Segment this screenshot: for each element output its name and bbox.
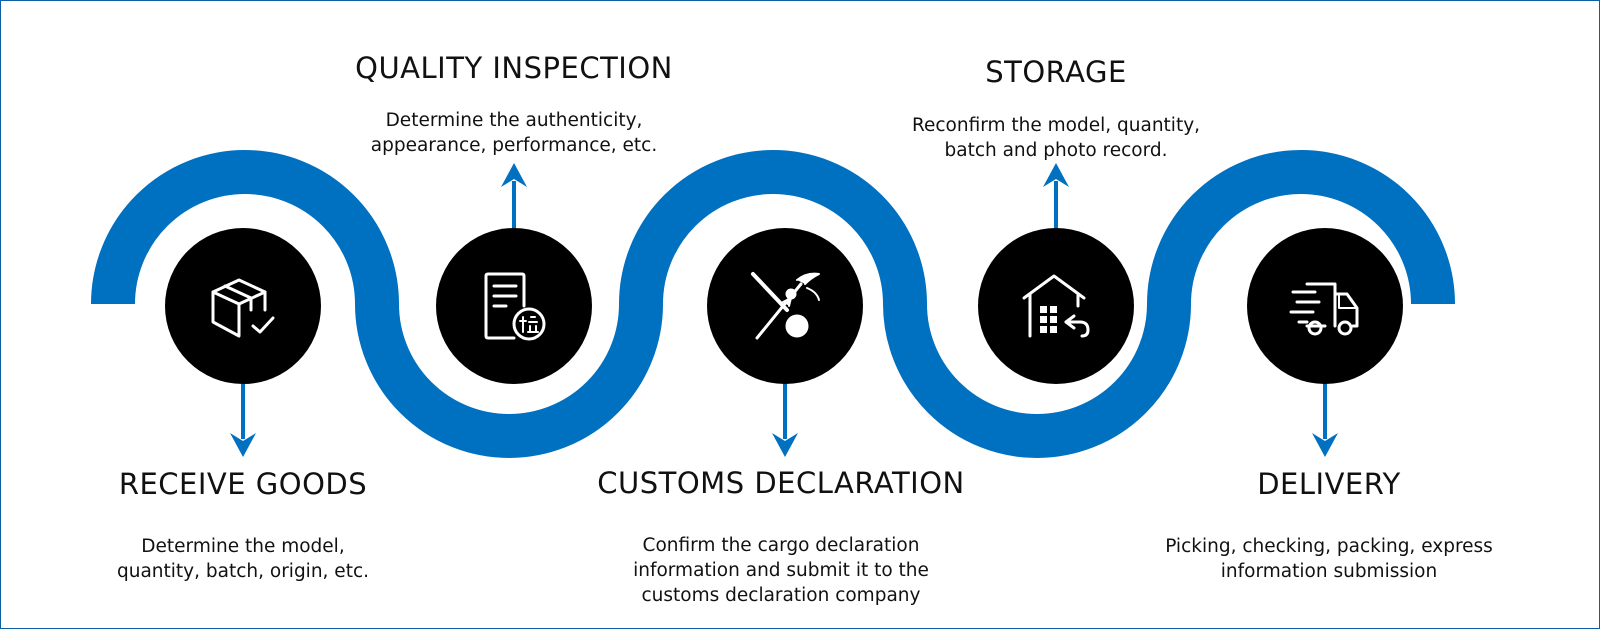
- step-5-title: DELIVERY: [1257, 467, 1401, 501]
- step-2-circle: [436, 228, 592, 384]
- step-5-circle: [1247, 228, 1403, 384]
- arrow-up-4: [1043, 163, 1069, 229]
- warehouse-icon: [1022, 274, 1090, 338]
- step-5-description: Picking, checking, packing, express info…: [1165, 536, 1493, 582]
- arrow-down-1: [230, 383, 256, 457]
- step-3-description: Confirm the cargo declaration informatio…: [633, 535, 929, 606]
- step-2-description: Determine the authenticity, appearance, …: [370, 110, 658, 156]
- step-2-title: QUALITY INSPECTION: [355, 51, 673, 85]
- customs-emblem-icon: [751, 272, 820, 340]
- package-check-icon: [211, 278, 275, 338]
- arrow-down-5: [1312, 383, 1338, 457]
- step-1-circle: [165, 228, 321, 384]
- wave-ribbon: [91, 150, 1455, 458]
- step-4-description: Reconfirm the model, quantity, batch and…: [911, 115, 1201, 161]
- step-3-circle: [707, 228, 863, 384]
- arrow-up-2: [501, 163, 527, 229]
- inspection-document-icon: [484, 272, 546, 341]
- step-4-title: STORAGE: [985, 55, 1127, 89]
- step-3-title: CUSTOMS DECLARATION: [597, 466, 965, 500]
- step-4-circle: [978, 228, 1134, 384]
- step-1-title: RECEIVE GOODS: [118, 467, 368, 501]
- arrow-down-3: [772, 383, 798, 457]
- delivery-truck-icon: [1289, 282, 1359, 336]
- step-1-description: Determine the model, quantity, batch, or…: [117, 536, 369, 582]
